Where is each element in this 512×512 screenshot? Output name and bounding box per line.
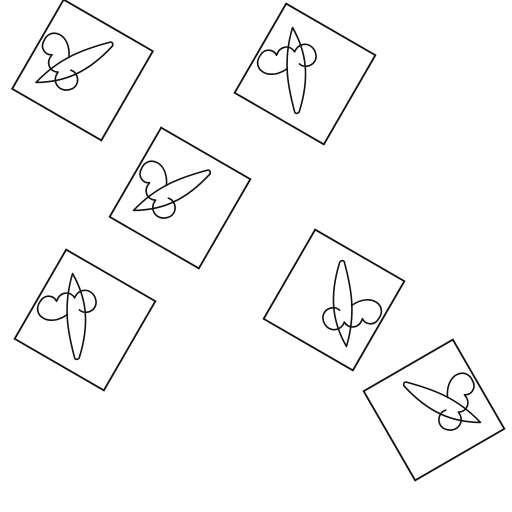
face-bottom-left: [13, 248, 157, 392]
face-bottom-right: [362, 338, 506, 482]
face-right-middle: [262, 228, 406, 372]
face-top-left: [10, 0, 155, 142]
face-top-right: [233, 2, 377, 146]
face-center: [108, 126, 252, 270]
